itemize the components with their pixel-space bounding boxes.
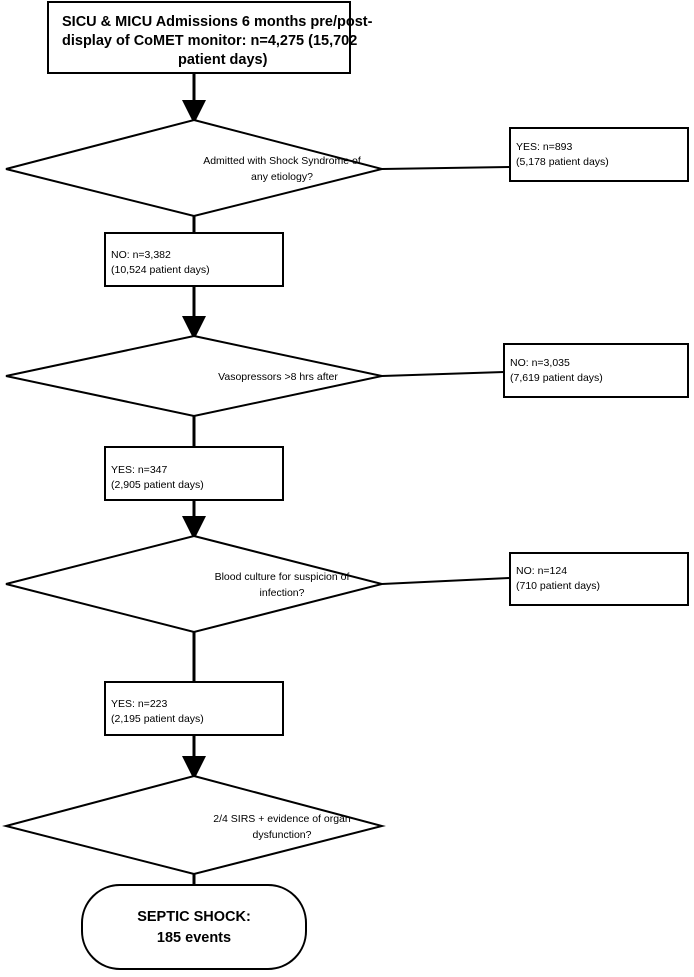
result3-box bbox=[104, 681, 284, 736]
decision4-diamond bbox=[2, 774, 386, 876]
side2-line2: (7,619 patient days) bbox=[510, 372, 603, 384]
side2-line1: NO: n=3,035 bbox=[510, 357, 570, 369]
result1-line1: NO: n=3,382 bbox=[111, 249, 171, 261]
decision1-line1: Admitted with Shock Syndrome of bbox=[203, 155, 361, 167]
decision1-line2: any etiology? bbox=[251, 171, 313, 183]
terminal-box bbox=[81, 884, 307, 970]
start-box-line3: patient days) bbox=[178, 52, 268, 68]
start-box-line1: SICU & MICU Admissions 6 months pre/post… bbox=[62, 14, 373, 30]
result3-line1: YES: n=223 bbox=[111, 698, 167, 710]
terminal-line2: 185 events bbox=[157, 930, 231, 946]
decision3-line2: infection? bbox=[260, 587, 305, 599]
side3-line1: NO: n=124 bbox=[516, 565, 567, 577]
result1-line2: (10,524 patient days) bbox=[111, 264, 210, 276]
decision4-line1: 2/4 SIRS + evidence of organ bbox=[213, 813, 351, 825]
result3-line2: (2,195 patient days) bbox=[111, 713, 204, 725]
decision2-line1: Vasopressors >8 hrs after bbox=[218, 371, 338, 383]
decision1-diamond bbox=[5, 118, 383, 218]
connector-decision2-to-side2 bbox=[381, 371, 505, 377]
start-box bbox=[47, 1, 351, 74]
result2-line1: YES: n=347 bbox=[111, 464, 167, 476]
result2-line2: (2,905 patient days) bbox=[111, 479, 204, 491]
result2-box bbox=[104, 446, 284, 501]
side3-line2: (710 patient days) bbox=[516, 580, 600, 592]
side1-line2: (5,178 patient days) bbox=[516, 156, 609, 168]
connector-decision3-to-side3 bbox=[381, 577, 511, 585]
decision3-diamond bbox=[5, 534, 383, 634]
side1-box bbox=[509, 127, 689, 182]
side3-box bbox=[509, 552, 689, 606]
decision4-line2: dysfunction? bbox=[253, 829, 312, 841]
terminal-line1: SEPTIC SHOCK: bbox=[137, 909, 251, 925]
start-box-line2: display of CoMET monitor: n=4,275 (15,70… bbox=[62, 33, 357, 49]
side2-box bbox=[503, 343, 689, 398]
connector-decision1-to-side1 bbox=[381, 166, 511, 170]
result1-box bbox=[104, 232, 284, 287]
decision3-line1: Blood culture for suspicion of bbox=[215, 571, 350, 583]
side1-line1: YES: n=893 bbox=[516, 141, 572, 153]
